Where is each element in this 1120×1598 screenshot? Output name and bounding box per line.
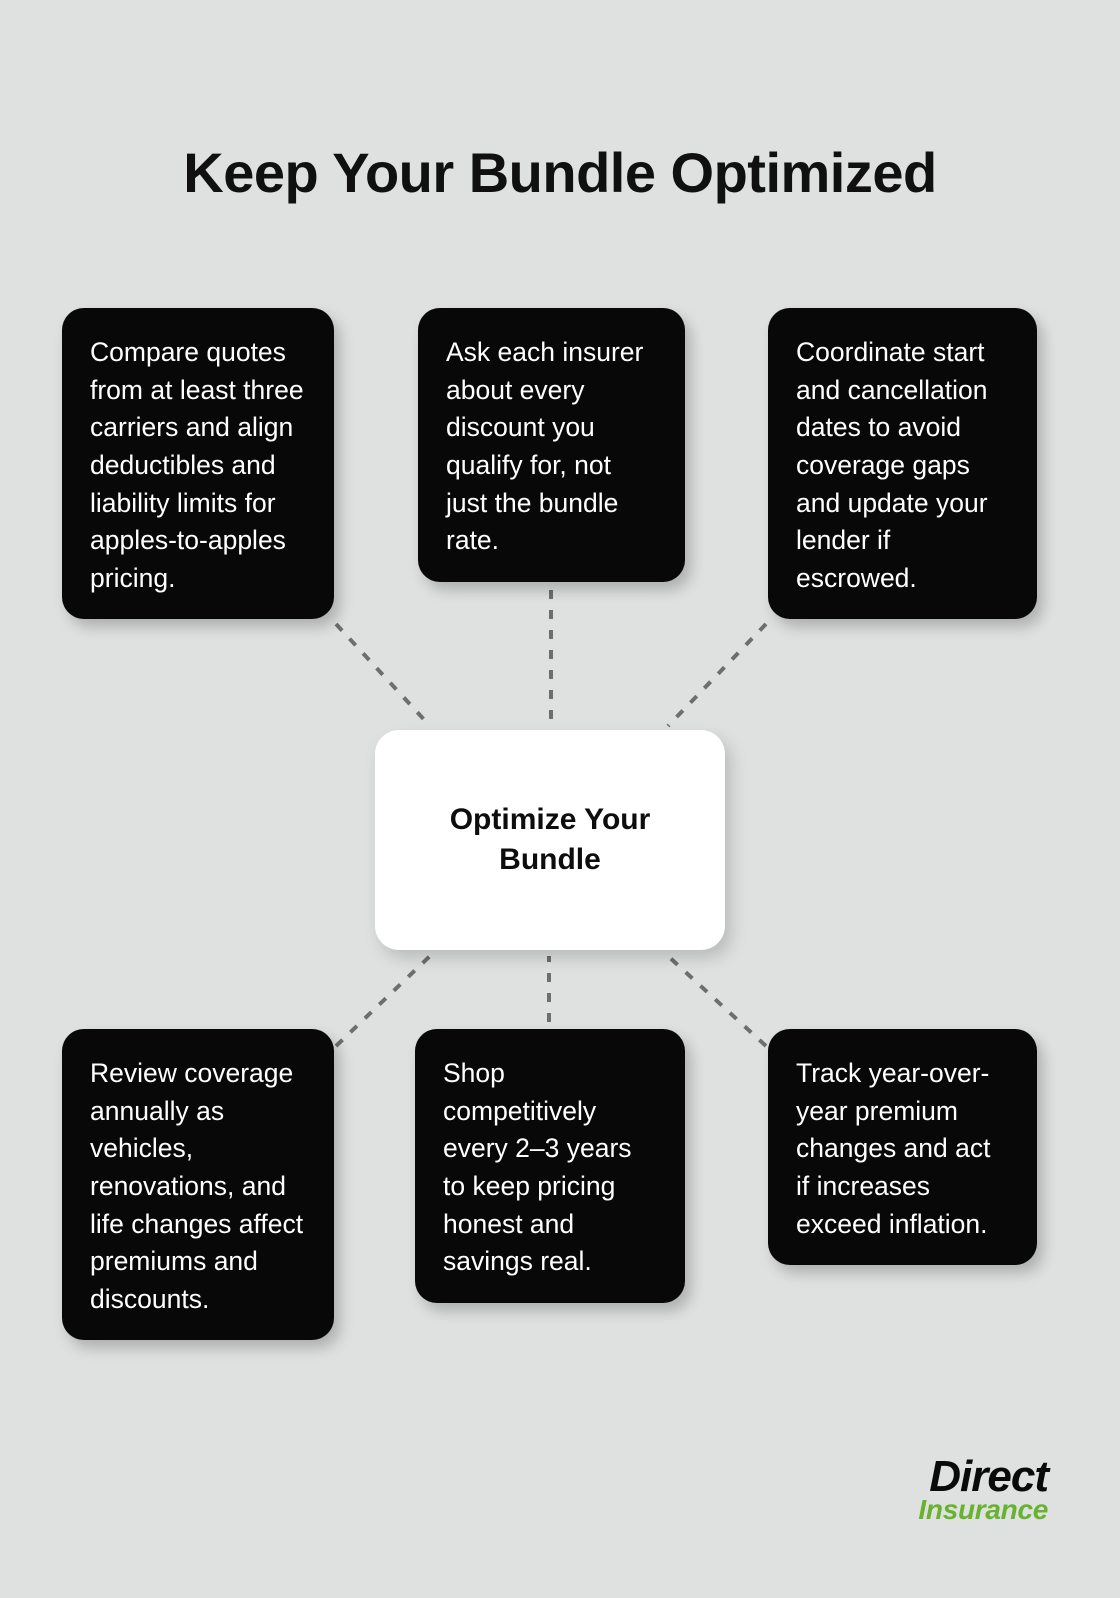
node-card-text: Ask each insurer about every discount yo… xyxy=(446,337,651,556)
node-card-top-right[interactable]: Coordinate start and cancellation dates … xyxy=(768,308,1037,620)
node-card-text: Review coverage annually as vehicles, re… xyxy=(90,1058,311,1314)
page-title: Keep Your Bundle Optimized xyxy=(183,140,937,204)
node-card-top-left[interactable]: Compare quotes from at least three carri… xyxy=(62,308,334,620)
brand-logo: Direct Insurance xyxy=(918,1452,1049,1525)
connector-line-bottom-right xyxy=(666,954,768,1048)
connector-line-top-left xyxy=(334,622,432,728)
node-card-text: Track year-over-year premium changes and… xyxy=(796,1058,998,1239)
node-card-bottom-left[interactable]: Review coverage annually as vehicles, re… xyxy=(62,1029,334,1341)
node-card-bottom-right[interactable]: Track year-over-year premium changes and… xyxy=(768,1029,1037,1266)
node-card-text: Coordinate start and cancellation dates … xyxy=(796,337,995,593)
node-card-top-center[interactable]: Ask each insurer about every discount yo… xyxy=(418,308,685,582)
node-card-bottom-center[interactable]: Shop competitively every 2–3 years to ke… xyxy=(415,1029,685,1303)
connector-line-top-right xyxy=(666,622,768,728)
node-card-text: Compare quotes from at least three carri… xyxy=(90,337,311,593)
hub-label: Optimize Your Bundle xyxy=(449,802,651,877)
brand-logo-primary: Direct xyxy=(929,1452,1049,1501)
brand-logo-secondary: Insurance xyxy=(918,1494,1048,1525)
connector-line-bottom-left xyxy=(334,954,432,1048)
hub-card[interactable]: Optimize Your Bundle xyxy=(375,730,725,950)
node-card-text: Shop competitively every 2–3 years to ke… xyxy=(443,1058,639,1277)
